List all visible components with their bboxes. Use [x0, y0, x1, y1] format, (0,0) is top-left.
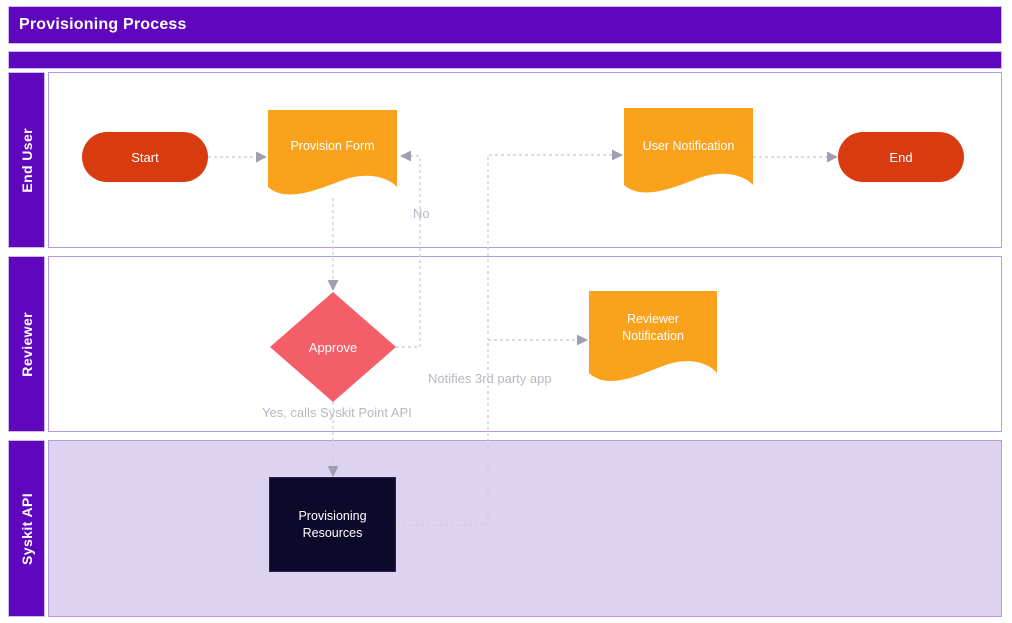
diagram-title: Provisioning Process: [19, 16, 187, 33]
lane-label-text: End User: [18, 127, 35, 193]
lane-label-end-user: End User: [8, 72, 45, 248]
document-shape: [268, 110, 397, 195]
node-label: Provisioning Resources: [298, 508, 367, 540]
lane-body-syskit-api: [48, 440, 1002, 617]
node-start: Start: [82, 132, 208, 182]
lane-label-syskit-api: Syskit API: [8, 440, 45, 617]
pool-header-strip: [8, 51, 1002, 69]
node-provisioning-resources: Provisioning Resources: [269, 477, 396, 572]
edge-label-notifies: Notifies 3rd party app: [428, 371, 552, 386]
node-label: User Notification: [642, 139, 735, 153]
node-label: Start: [131, 149, 159, 165]
node-label: Provision Form: [290, 139, 375, 153]
node-label: End: [889, 149, 913, 165]
node-label: Reviewer Notification: [622, 312, 684, 343]
lane-label-reviewer: Reviewer: [8, 256, 45, 432]
node-user-notification: User Notification: [624, 108, 753, 196]
node-end: End: [838, 132, 964, 182]
node-reviewer-notification: Reviewer Notification: [589, 291, 717, 385]
document-shape: [624, 108, 753, 193]
node-provision-form: Provision Form: [268, 110, 397, 198]
diagram-title-bar: Provisioning Process: [8, 6, 1002, 44]
lane-label-text: Syskit API: [18, 492, 35, 565]
document-shape: [589, 291, 717, 381]
edge-label-no: No: [413, 206, 430, 221]
lane-syskit-api: Syskit API: [8, 440, 1002, 617]
lane-reviewer: Reviewer: [8, 256, 1002, 432]
node-label: Approve: [308, 339, 358, 355]
lane-label-text: Reviewer: [18, 311, 35, 377]
edge-label-yes: Yes, calls Syskit Point API: [262, 405, 412, 420]
lane-body-reviewer: [48, 256, 1002, 432]
